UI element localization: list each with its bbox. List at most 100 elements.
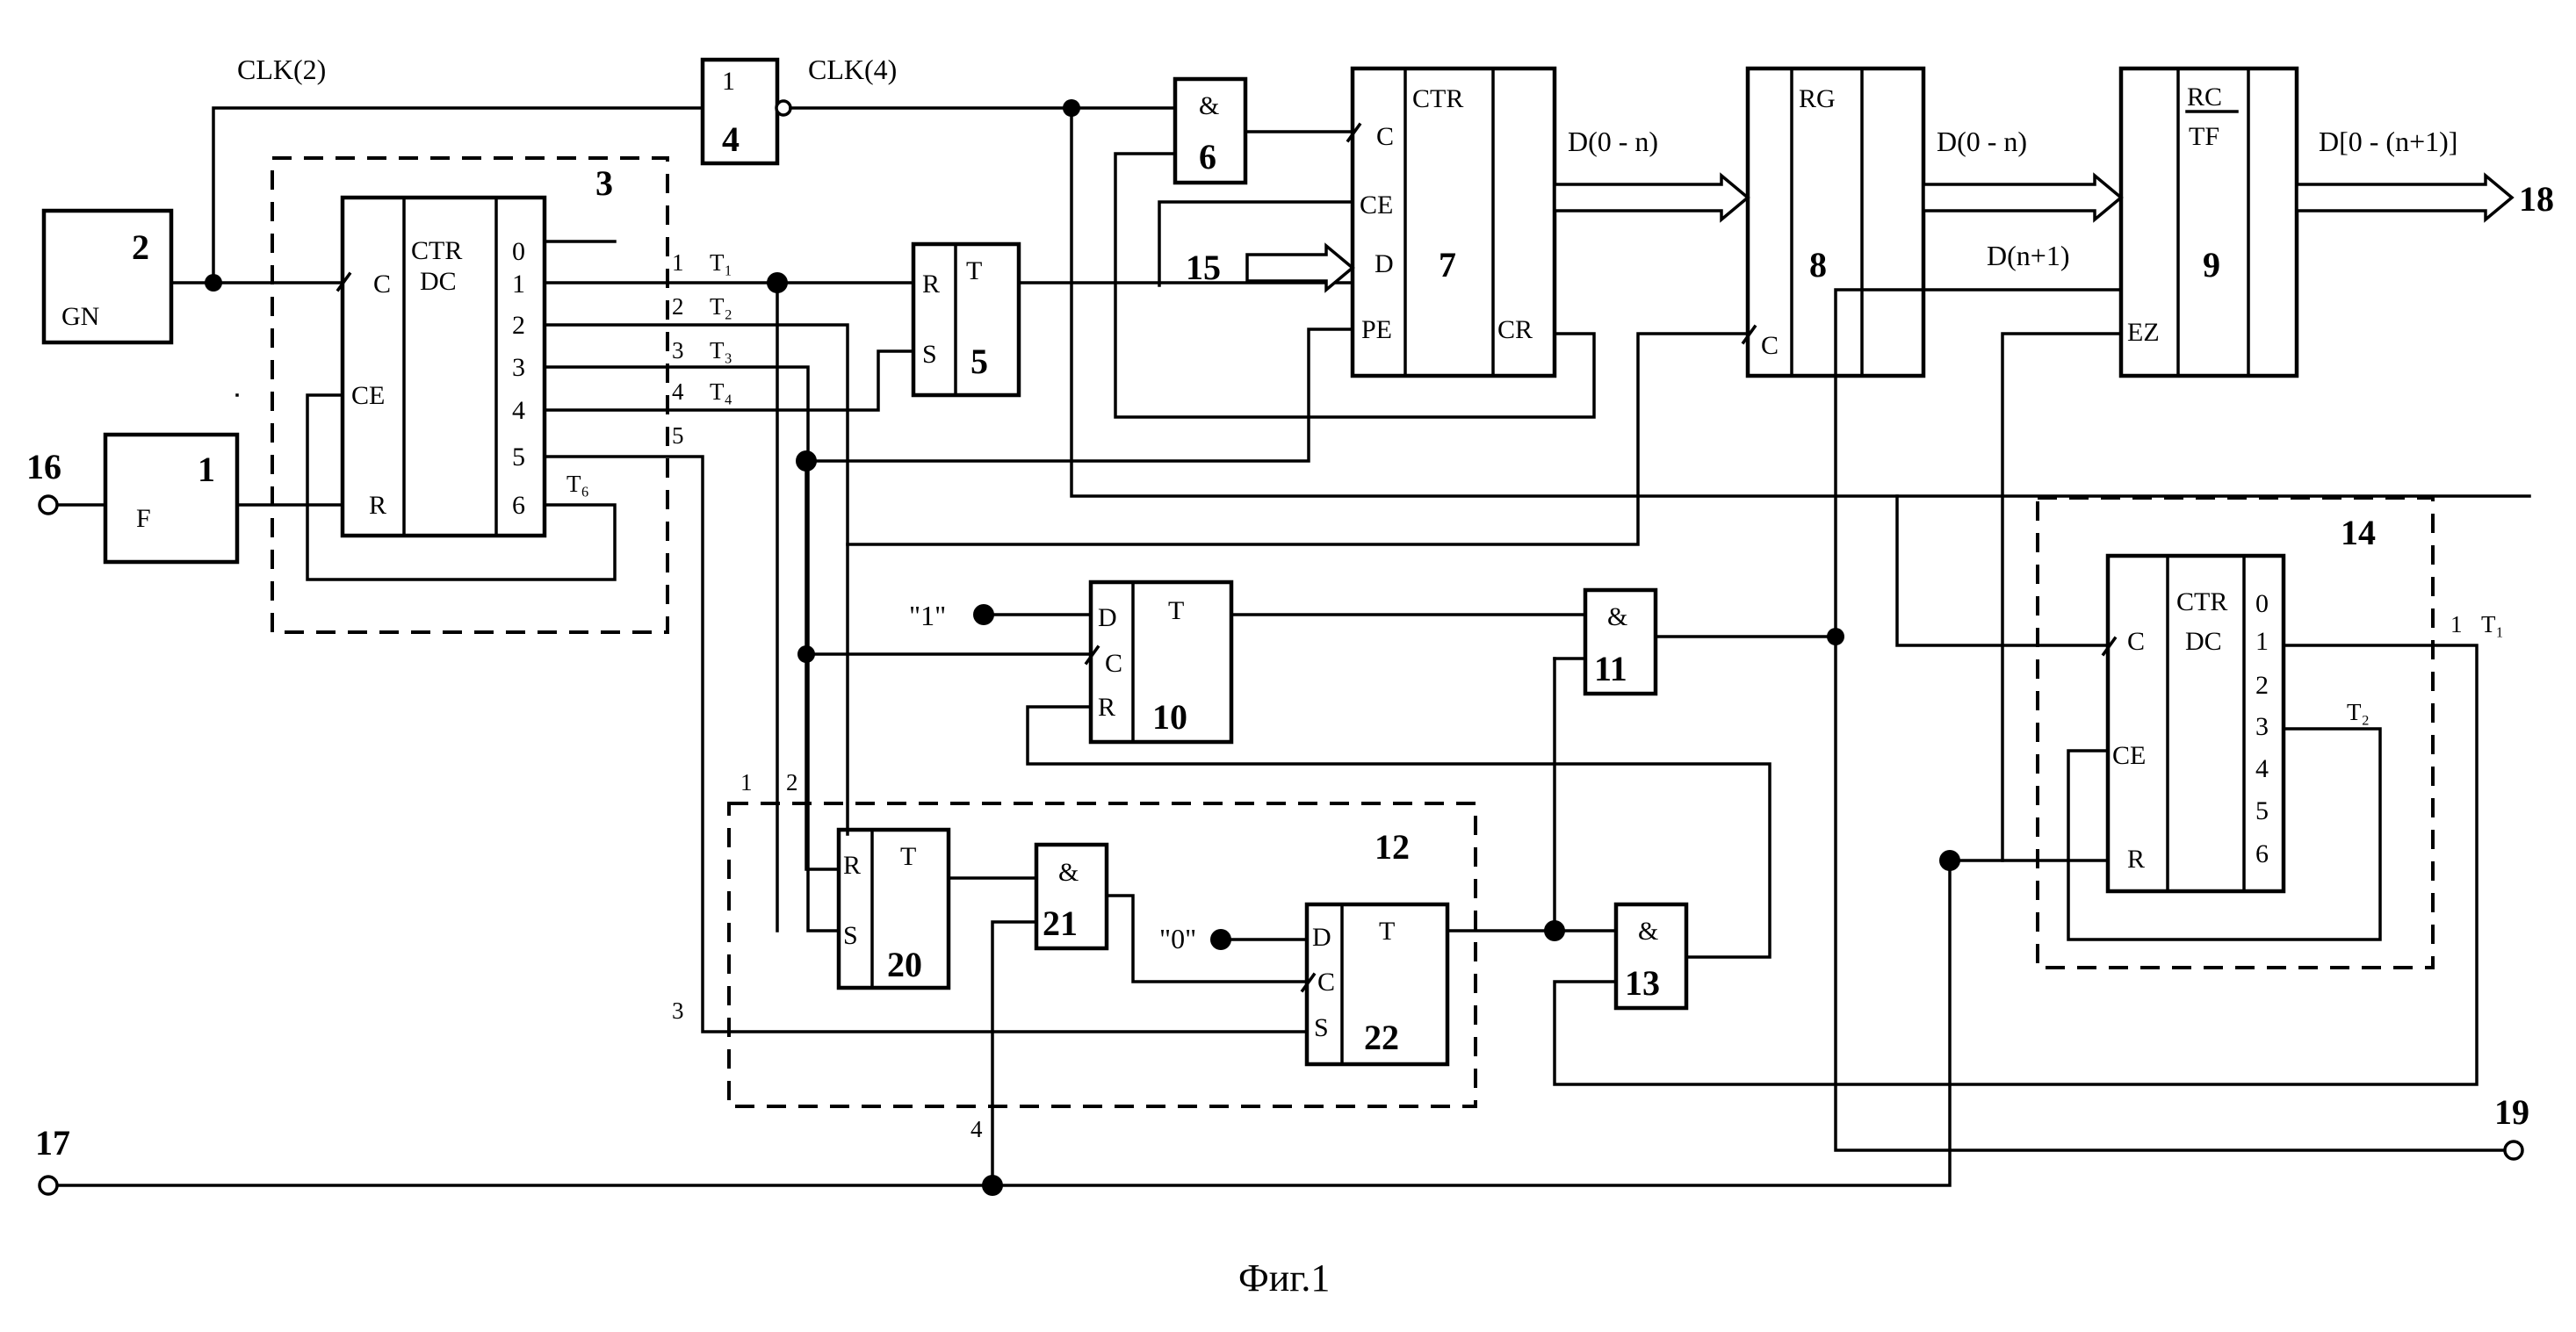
svg-text:T₄: T₄ xyxy=(710,378,732,405)
block-22-s: S xyxy=(1314,1013,1329,1042)
block-3-type2: DC xyxy=(420,267,457,296)
block-7-type: CTR xyxy=(1412,84,1463,113)
block-6-number: 6 xyxy=(1199,137,1216,176)
block-5-r: R xyxy=(922,270,940,299)
block-11-number: 11 xyxy=(1594,649,1627,688)
block-22-c: C xyxy=(1317,968,1335,997)
block-3-out-1: 1 xyxy=(512,270,525,299)
block-20-r: R xyxy=(843,851,861,880)
block-7-counter: CTR C CE D PE CR 7 xyxy=(1353,68,1555,376)
block-3-ce: CE xyxy=(351,381,385,410)
block-20-type: T xyxy=(900,842,916,871)
block-20-s: S xyxy=(843,921,858,950)
group-12-number: 12 xyxy=(1375,827,1410,867)
block-14-r: R xyxy=(2127,845,2145,874)
block-14-out-5: 5 xyxy=(2255,796,2269,825)
block-3-out-5: 5 xyxy=(512,443,525,472)
svg-text:2: 2 xyxy=(786,769,798,796)
block-5-rs-trigger: T R S 5 xyxy=(913,244,1019,395)
block-13-number: 13 xyxy=(1625,963,1660,1003)
block-9-type2: TF xyxy=(2189,122,2219,151)
block-22-d: D xyxy=(1312,923,1331,952)
block-6-func: & xyxy=(1199,91,1219,120)
block-3-counter-decoder: CTR DC C CE R 0 1 2 3 4 5 6 xyxy=(343,198,545,536)
svg-text:T₁: T₁ xyxy=(2481,611,2504,637)
block-14-out-1: 1 xyxy=(2255,627,2269,656)
svg-text:T₃: T₃ xyxy=(710,337,732,364)
block-11-func: & xyxy=(1607,602,1627,631)
block-21-number: 21 xyxy=(1043,904,1078,943)
block-22-number: 22 xyxy=(1364,1018,1399,1057)
block-10-type: T xyxy=(1168,596,1184,625)
svg-text:1: 1 xyxy=(2450,611,2463,637)
block-3-type1: CTR xyxy=(411,236,462,265)
signal-const-zero: "0" xyxy=(1159,923,1196,954)
block-7-cr: CR xyxy=(1497,315,1533,344)
block-6-and: & 6 xyxy=(1175,79,1245,183)
block-14-c: C xyxy=(2127,627,2145,656)
terminal-19-label: 19 xyxy=(2494,1092,2529,1132)
block-4-func: 1 xyxy=(722,67,735,96)
block-14-type1: CTR xyxy=(2176,587,2227,616)
signal-dout: D[0 - (n+1)] xyxy=(2319,126,2457,157)
block-3-out-0: 0 xyxy=(512,237,525,266)
block-8-type: RG xyxy=(1799,84,1836,113)
signal-dn1: D(n+1) xyxy=(1987,240,2069,271)
terminal-19-pin xyxy=(2505,1141,2522,1159)
block-7-number: 7 xyxy=(1439,245,1456,284)
svg-text:4: 4 xyxy=(971,1116,983,1142)
block-14-out-0: 0 xyxy=(2255,589,2269,618)
block-3-out-6: 6 xyxy=(512,491,525,520)
block-8-c: C xyxy=(1761,331,1779,360)
block-8-number: 8 xyxy=(1809,245,1827,284)
signal-clk4: CLK(4) xyxy=(808,54,897,85)
terminal-16-pin xyxy=(40,496,57,514)
svg-text:2: 2 xyxy=(672,293,684,320)
block-7-pe: PE xyxy=(1361,315,1392,344)
block-7-ce: CE xyxy=(1360,191,1393,220)
svg-text:3: 3 xyxy=(672,337,684,364)
block-14-out-4: 4 xyxy=(2255,754,2269,783)
block-7-c: C xyxy=(1376,122,1394,151)
svg-text:T₂: T₂ xyxy=(2347,699,2370,725)
block-22-type: T xyxy=(1379,917,1395,946)
svg-text:5: 5 xyxy=(672,422,684,449)
block-2-generator: 2 GN xyxy=(44,211,171,342)
block-1-func: F xyxy=(136,504,151,533)
block-21-and: & 21 xyxy=(1036,845,1107,948)
block-7-d: D xyxy=(1375,249,1394,278)
block-10-d-trigger: T D C R 10 xyxy=(1091,582,1231,742)
block-1-number: 1 xyxy=(198,450,215,489)
block-2-func: GN xyxy=(61,302,99,331)
block-3-c: C xyxy=(373,270,391,299)
block-9-type1: RC xyxy=(2187,83,2222,112)
block-4-inverter: 1 4 xyxy=(703,60,790,163)
svg-text:T₆: T₆ xyxy=(566,471,589,497)
block-20-rs-trigger: T R S 20 xyxy=(839,830,949,988)
block-14-ce: CE xyxy=(2112,741,2146,770)
block-3-out-3: 3 xyxy=(512,353,525,382)
signal-clk2: CLK(2) xyxy=(237,54,326,85)
svg-text:1: 1 xyxy=(672,249,684,276)
block-5-s: S xyxy=(922,340,937,369)
group-3-number: 3 xyxy=(595,163,613,203)
block-14-type2: DC xyxy=(2185,627,2222,656)
block-9-buffer: RC TF EZ 9 xyxy=(2121,68,2297,376)
terminal-16-label: 16 xyxy=(26,447,61,486)
block-14-out-3: 3 xyxy=(2255,712,2269,741)
block-10-d: D xyxy=(1098,603,1117,632)
block-10-c: C xyxy=(1105,649,1122,678)
signal-d0n-b: D(0 - n) xyxy=(1937,126,2027,157)
block-13-func: & xyxy=(1638,917,1658,946)
block-9-number: 9 xyxy=(2203,245,2220,284)
block-10-r: R xyxy=(1098,693,1115,722)
svg-text:1: 1 xyxy=(740,769,753,796)
block-11-and: & 11 xyxy=(1585,590,1656,694)
block-14-out-2: 2 xyxy=(2255,671,2269,700)
svg-text:T₂: T₂ xyxy=(710,293,732,320)
svg-text:3: 3 xyxy=(672,997,684,1024)
block-3-out-2: 2 xyxy=(512,311,525,340)
block-13-and: & 13 xyxy=(1616,904,1686,1008)
block-1-f: 1 F xyxy=(105,435,237,562)
